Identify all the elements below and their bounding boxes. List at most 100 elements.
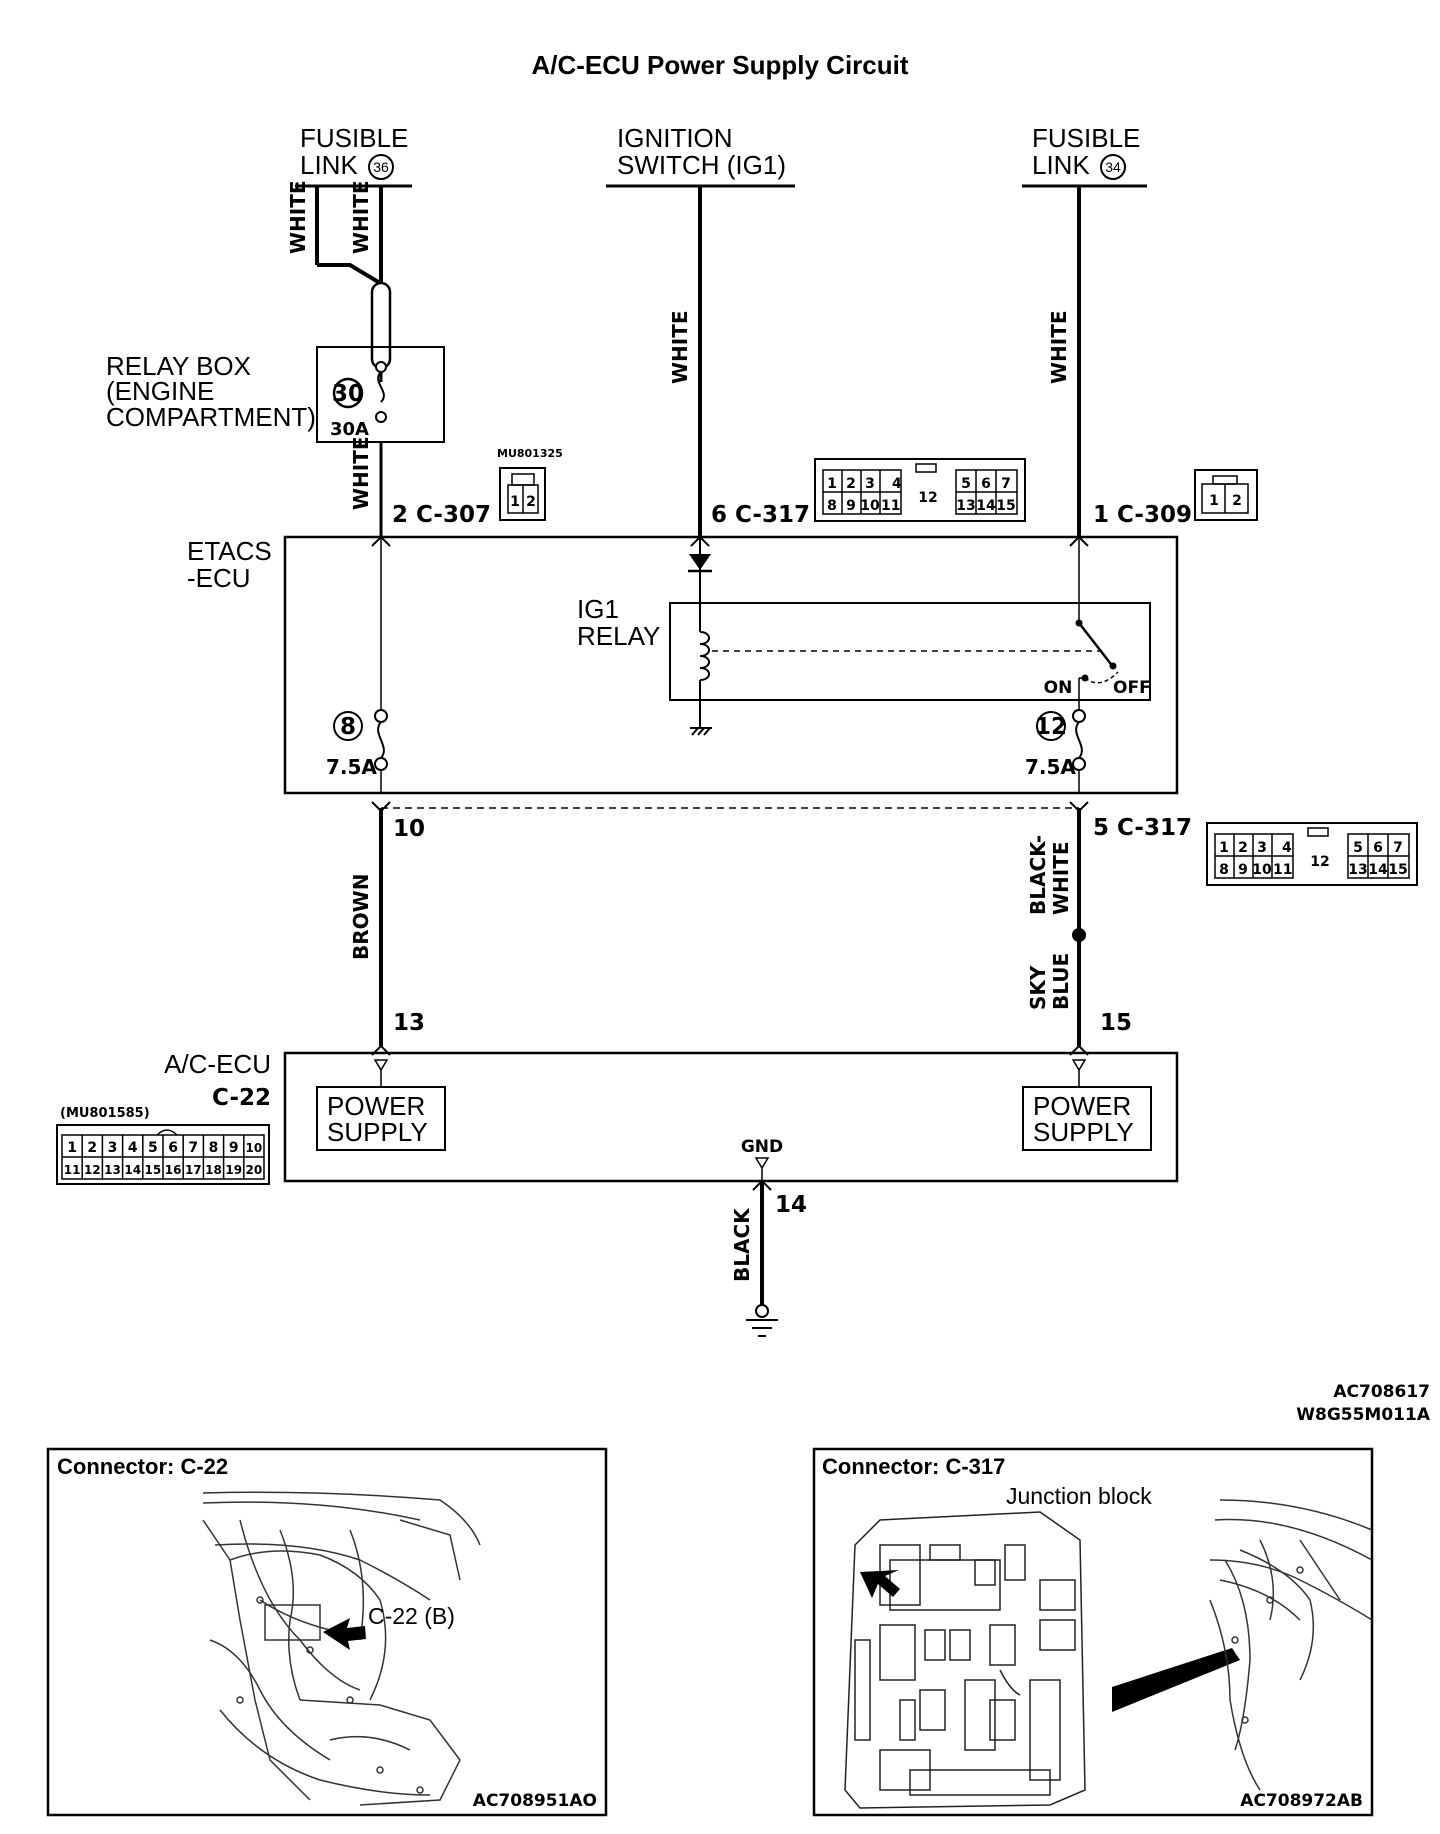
diode-icon	[689, 554, 711, 570]
photo-c317-callout: Junction block	[1006, 1483, 1152, 1509]
wire-white-mid: WHITE	[668, 310, 692, 384]
ac-ecu-label-1: A/C-ECU	[164, 1049, 271, 1079]
wire-black-white-2: WHITE	[1049, 841, 1073, 915]
photo-panel-c317: Connector: C-317 Junction block	[812, 1447, 1374, 1817]
power-supply-2-box	[1022, 1086, 1152, 1151]
fuse-8-rating: 7.5A	[326, 755, 377, 779]
svg-text:5: 5	[1353, 840, 1363, 856]
relay-box-fuse-num: 30	[332, 381, 364, 407]
etacs-middle-path	[688, 537, 712, 736]
c307-label: 2 C-307	[392, 502, 491, 528]
pointer-wedge	[1112, 1648, 1240, 1712]
relay-box-fuse-rating: 30A	[330, 419, 369, 440]
fusible-36-line1: FUSIBLE	[300, 123, 408, 153]
ig1-relay-label-2: RELAY	[577, 621, 660, 651]
gnd-label: GND	[741, 1137, 783, 1157]
svg-text:5: 5	[961, 476, 971, 492]
relay-box-fuse-top	[375, 361, 387, 373]
pin-15-label: 15	[1100, 1010, 1132, 1036]
c22-pin-cell: 9	[229, 1140, 239, 1156]
fuse-12-rating: 7.5A	[1025, 755, 1076, 779]
etacs-bottom-arrows	[371, 801, 1089, 813]
fusible-34-line1: FUSIBLE	[1032, 123, 1140, 153]
relay-off-label: OFF	[1113, 678, 1151, 698]
pin-13-label: 13	[393, 1010, 425, 1036]
c317-bottom-connector-icon: 1 2 3 4 5 6 7 8 9 10 11 12 13 14 15	[1206, 822, 1418, 886]
ac-ecu-box	[283, 1051, 1179, 1183]
svg-text:7: 7	[1001, 476, 1011, 492]
chassis-ground-icon	[746, 1304, 778, 1337]
svg-text:3: 3	[865, 476, 875, 492]
wire-white-left-c: WHITE	[349, 436, 373, 510]
svg-text:8: 8	[1219, 862, 1229, 878]
fusible-34-num: 34	[1105, 159, 1121, 175]
c22-part-label: (MU801585)	[60, 1106, 150, 1121]
svg-text:9: 9	[846, 498, 856, 514]
ac-ecu-label-2: C-22	[212, 1085, 271, 1111]
ig1-relay-box	[669, 602, 1151, 701]
ac-ecu-pin-markers	[373, 1059, 1087, 1087]
etacs-label-2: -ECU	[187, 563, 251, 593]
svg-text:1: 1	[1219, 840, 1229, 856]
photo-c22-callout: C-22 (B)	[368, 1603, 455, 1629]
gnd-marker	[754, 1157, 770, 1170]
c309-connector-icon: 1 2	[1194, 469, 1258, 521]
svg-text:11: 11	[1273, 862, 1292, 878]
c22-pin-cell: 20	[246, 1163, 263, 1177]
c317-top-label: 6 C-317	[711, 502, 810, 528]
pin-14-label: 14	[775, 1192, 807, 1218]
svg-text:11: 11	[881, 498, 900, 514]
svg-text:15: 15	[996, 498, 1015, 514]
dash-photo-sketch	[1209, 1499, 1373, 1791]
fusible-36-circle	[368, 154, 394, 180]
svg-text:13: 13	[1348, 862, 1367, 878]
power-supply-2-line2: SUPPLY	[1033, 1117, 1134, 1147]
power-supply-1-box	[316, 1086, 446, 1151]
etacs-ecu-box	[283, 535, 1179, 795]
svg-text:14: 14	[1368, 862, 1388, 878]
relay-coil-icon	[699, 631, 710, 681]
c317-top-connector-icon: 1 2 3 4 5 6 7 8 9 10 11 12 13 14 15	[814, 458, 1026, 522]
wire-white-left-a: WHITE	[286, 180, 310, 254]
c22-pin-cell: 1	[67, 1140, 77, 1156]
svg-text:3: 3	[1257, 840, 1267, 856]
svg-text:4: 4	[1282, 840, 1292, 856]
relay-on-label: ON	[1044, 678, 1073, 698]
power-supply-1-line1: POWER	[327, 1091, 425, 1121]
svg-text:1: 1	[510, 494, 520, 510]
c22-pin-cell: 17	[185, 1163, 202, 1177]
callout-arrow-c22	[323, 1618, 366, 1650]
fusible-36-num: 36	[373, 159, 389, 175]
svg-text:13: 13	[956, 498, 975, 514]
svg-text:2: 2	[526, 494, 536, 510]
diagram-code-1: AC708617	[1333, 1382, 1430, 1402]
relay-box: 30 30A	[316, 346, 445, 443]
etacs-right-path: ON OFF 12 7.5A	[1025, 537, 1151, 793]
etacs-left-path: 8 7.5A	[326, 537, 388, 793]
fusible-link-36: FUSIBLE LINK 36	[295, 123, 412, 188]
wire-white-left-b: WHITE	[349, 180, 373, 254]
wire-black-label: BLACK	[730, 1207, 754, 1282]
svg-text:15: 15	[1388, 862, 1407, 878]
diagram-code-2: W8G55M011A	[1296, 1405, 1431, 1425]
photo-c317-title: Connector: C-317	[822, 1454, 1005, 1479]
svg-text:2: 2	[846, 476, 856, 492]
fuse-12-num: 12	[1035, 714, 1067, 740]
c22-pin-cell: 3	[108, 1140, 118, 1156]
c309-label: 1 C-309	[1093, 502, 1192, 528]
c317-bottom-label: 5 C-317	[1093, 815, 1192, 841]
c22-pin-cell: 15	[145, 1163, 162, 1177]
c22-pin-cell: 12	[84, 1163, 101, 1177]
c22-pin-cell: 2	[87, 1140, 97, 1156]
c22-pin-cell: 4	[128, 1140, 138, 1156]
c22-pin-cell: 5	[148, 1140, 158, 1156]
ground-icon	[690, 727, 712, 736]
dashboard-photo-sketch	[202, 1491, 481, 1806]
fusible-34-circle	[1100, 154, 1126, 180]
splice-point	[1072, 928, 1086, 942]
fusible-34-line2: LINK	[1032, 150, 1090, 180]
callout-arrow-c317	[860, 1570, 900, 1598]
c22-pin-cell: 7	[188, 1140, 198, 1156]
